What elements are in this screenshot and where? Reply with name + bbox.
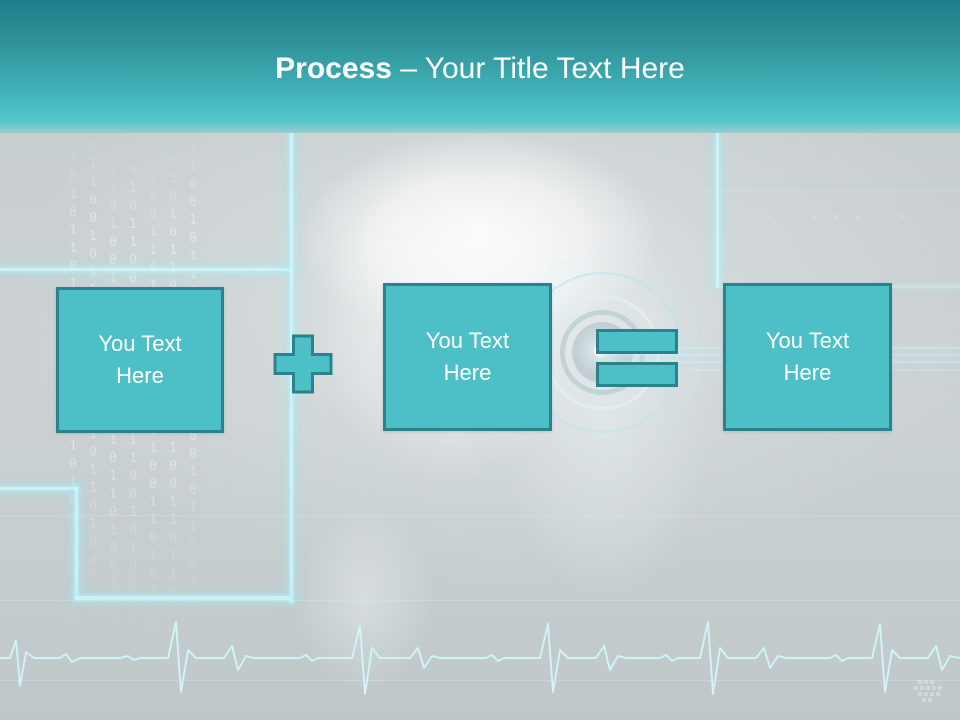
process-box-3-line2: Here [783, 360, 832, 385]
process-box-3[interactable]: You Text Here [723, 283, 892, 431]
pixel-globe-watermark [914, 680, 942, 702]
process-box-1-label: You Text Here [98, 328, 181, 392]
process-box-1[interactable]: You Text Here [56, 287, 224, 433]
process-box-2-label: You Text Here [426, 325, 509, 389]
process-box-3-label: You Text Here [766, 325, 849, 389]
process-box-2-line1: You Text [425, 328, 510, 353]
equals-bar-bottom [596, 362, 678, 387]
plus-operator[interactable] [272, 333, 334, 395]
process-box-1-line2: Here [116, 363, 164, 388]
equals-bar-top [596, 329, 678, 354]
process-box-3-line1: You Text [765, 328, 850, 353]
process-box-1-line1: You Text [98, 331, 182, 356]
process-box-2[interactable]: You Text Here [383, 283, 552, 431]
process-box-2-line2: Here [443, 360, 492, 385]
equals-operator[interactable] [596, 329, 680, 389]
